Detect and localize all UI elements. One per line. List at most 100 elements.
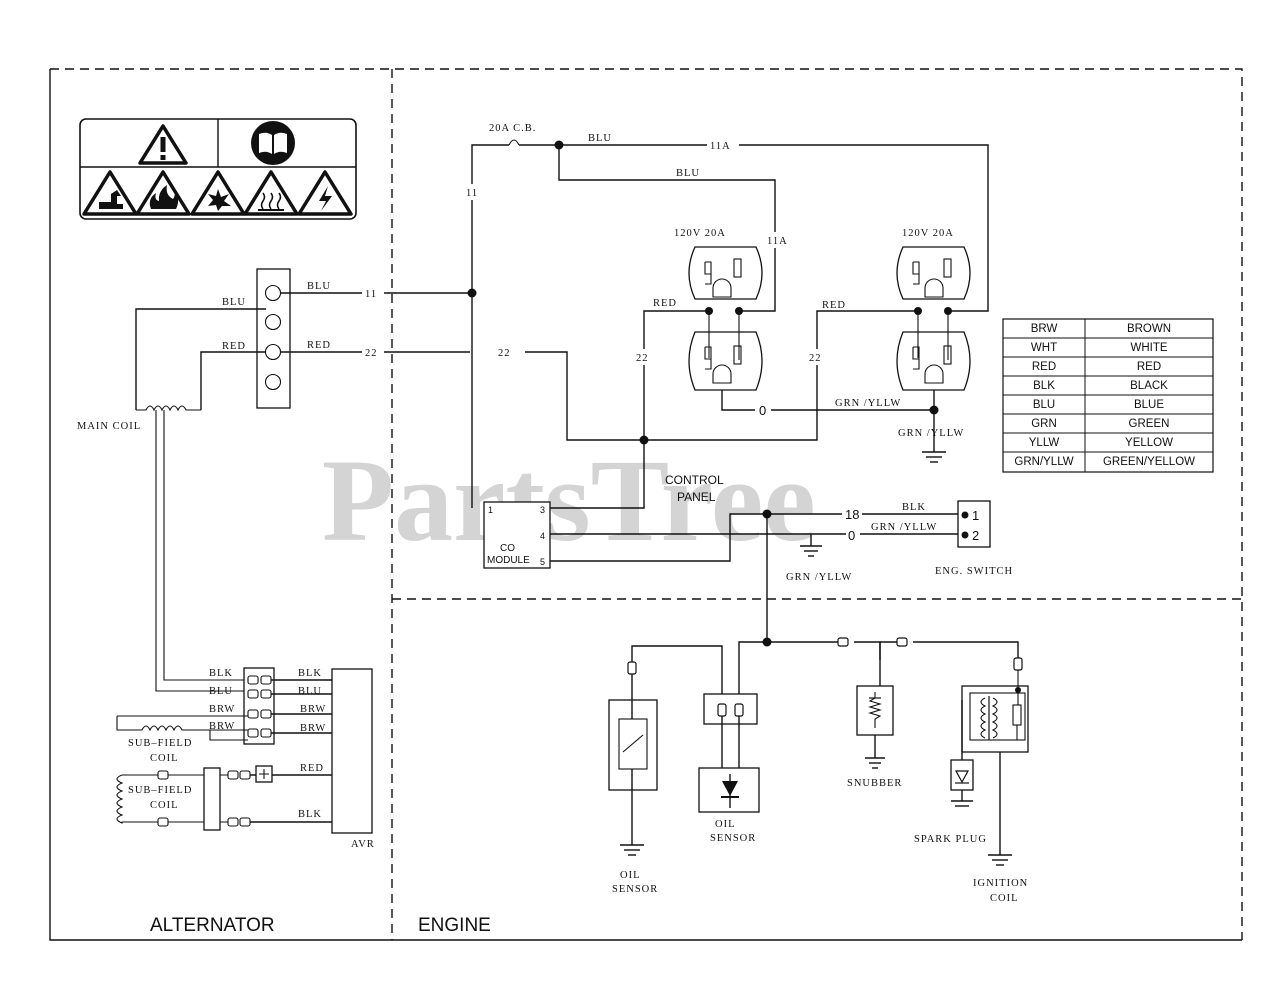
sub-field-coil-1-label-2: COIL	[150, 753, 179, 764]
sub-field-coil-1-label-1: SUB–FIELD	[128, 738, 192, 749]
wire-label-blu-out: BLU	[307, 281, 331, 292]
engine-wiring	[631, 514, 1019, 698]
wire-label-18: 18	[845, 507, 859, 522]
oil-sensor-1-label-1: OIL	[620, 870, 641, 881]
legend-color-3: BLACK	[1130, 380, 1168, 392]
sub-field-coil-2-label-2: COIL	[150, 800, 179, 811]
wire-label-22-r2: 22	[809, 353, 822, 364]
fire-icon	[135, 170, 191, 216]
co-module-label-1: CO	[500, 543, 515, 554]
legend-code-0: BRW	[1031, 323, 1058, 335]
co-module-label-2: MODULE	[487, 555, 530, 566]
legend-code-1: WHT	[1031, 342, 1057, 354]
wire-label-11a-top: 11A	[710, 141, 731, 152]
ignition-coil-label-2: COIL	[990, 893, 1019, 904]
wire-label-grn-yllw-ground: GRN /YLLW	[898, 428, 964, 439]
eng-switch-pin-1: 1	[972, 508, 979, 523]
wire-label-blu-1: BLU	[209, 686, 233, 697]
receptacle-2	[896, 246, 971, 391]
wire-label-22-panel: 22	[498, 348, 511, 359]
ignition-coil	[961, 670, 1029, 866]
legend-color-4: BLUE	[1134, 399, 1164, 411]
co-pin-1: 1	[488, 505, 493, 515]
warning-label	[79, 118, 357, 220]
legend-code-2: RED	[1032, 361, 1056, 373]
wire-label-grn-yllw-switch: GRN /YLLW	[871, 522, 937, 533]
legend-code-6: YLLW	[1029, 437, 1060, 449]
spark-plug	[950, 700, 974, 807]
receptacle-2-rating: 120V 20A	[902, 228, 954, 239]
wire-label-brw-1: BRW	[209, 704, 235, 715]
legend-color-0: BROWN	[1127, 323, 1171, 335]
wire-label-11-vertical: 11	[466, 188, 478, 199]
wire-label-22-r1: 22	[636, 353, 649, 364]
junction-ground	[929, 405, 939, 415]
wire-label-red-avr: RED	[300, 763, 324, 774]
ignition-coil-label-1: IGNITION	[973, 878, 1028, 889]
eng-switch-pin-2: 2	[972, 528, 979, 543]
co-pin-4: 4	[540, 531, 545, 541]
junction-22	[639, 435, 649, 445]
engine-switch	[957, 500, 991, 548]
spark-plug-label: SPARK PLUG	[914, 834, 987, 845]
junction-engine	[762, 637, 772, 647]
snubber-label: SNUBBER	[847, 778, 902, 789]
section-alternator: ALTERNATOR	[150, 915, 275, 936]
watermark: PartsTree	[322, 435, 816, 566]
color-legend	[1002, 318, 1214, 473]
oil-sensor-1	[608, 674, 658, 856]
explosion-icon	[190, 170, 246, 216]
wire-label-brw-2: BRW	[209, 721, 235, 732]
main-coil	[135, 308, 266, 692]
avr-connectors	[116, 667, 332, 745]
ground-icon	[922, 451, 946, 463]
snubber	[856, 685, 894, 769]
oil-sensor-2-label-1: OIL	[715, 819, 736, 830]
legend-color-7: GREEN/YELLOW	[1103, 456, 1195, 468]
toxic-fumes-icon	[82, 170, 138, 216]
avr-label: AVR	[351, 839, 375, 850]
breaker-label: 20A C.B.	[489, 123, 536, 134]
legend-code-7: GRN/YLLW	[1014, 456, 1073, 468]
wire-label-blu-2: BLU	[298, 686, 322, 697]
receptacle-1-rating: 120V 20A	[674, 228, 726, 239]
electric-shock-icon	[297, 170, 353, 216]
wire-label-blu-main: BLU	[222, 297, 246, 308]
wire-label-grn-yllw-recept: GRN /YLLW	[835, 398, 901, 409]
sub-field-coil-2-label-1: SUB–FIELD	[128, 785, 192, 796]
co-module	[483, 501, 551, 569]
read-manual-icon	[251, 121, 295, 165]
oil-sensor-1-label-2: SENSOR	[612, 884, 658, 895]
wire-label-grn-yllw-co: GRN /YLLW	[786, 572, 852, 583]
wire-label-red-r2: RED	[822, 300, 846, 311]
control-panel-label-1: CONTROL	[665, 473, 724, 487]
legend-code-4: BLU	[1033, 399, 1055, 411]
legend-color-2: RED	[1137, 361, 1161, 373]
hot-surface-icon	[243, 170, 299, 216]
wire-label-11a-side: 11A	[767, 236, 788, 247]
control-panel-label-2: PANEL	[677, 490, 716, 504]
frame	[49, 68, 1243, 941]
co-pin-3: 3	[540, 505, 545, 515]
wire-label-blk-avr: BLK	[298, 809, 322, 820]
wire-label-blu-mid: BLU	[676, 168, 700, 179]
wire-label-blk-switch: BLK	[902, 502, 926, 513]
section-engine: ENGINE	[418, 915, 491, 936]
junction-11	[467, 288, 477, 298]
legend-code-5: GRN	[1031, 418, 1057, 430]
oil-sensor-2-label-2: SENSOR	[710, 833, 756, 844]
sub-field-coil-2	[116, 765, 332, 831]
wire-label-red-out: RED	[307, 340, 331, 351]
co-pin-5: 5	[540, 557, 545, 567]
receptacle-1	[688, 246, 763, 391]
wire-label-red-main: RED	[222, 341, 246, 352]
oil-sensor-2	[698, 693, 760, 813]
eng-switch-label: ENG. SWITCH	[935, 566, 1013, 577]
wire-label-blu-top: BLU	[588, 133, 612, 144]
wire-label-11-strip: 11	[365, 289, 377, 300]
main-coil-label: MAIN COIL	[77, 421, 141, 432]
warning-triangle-icon	[138, 124, 188, 165]
terminal-strip	[256, 268, 291, 409]
